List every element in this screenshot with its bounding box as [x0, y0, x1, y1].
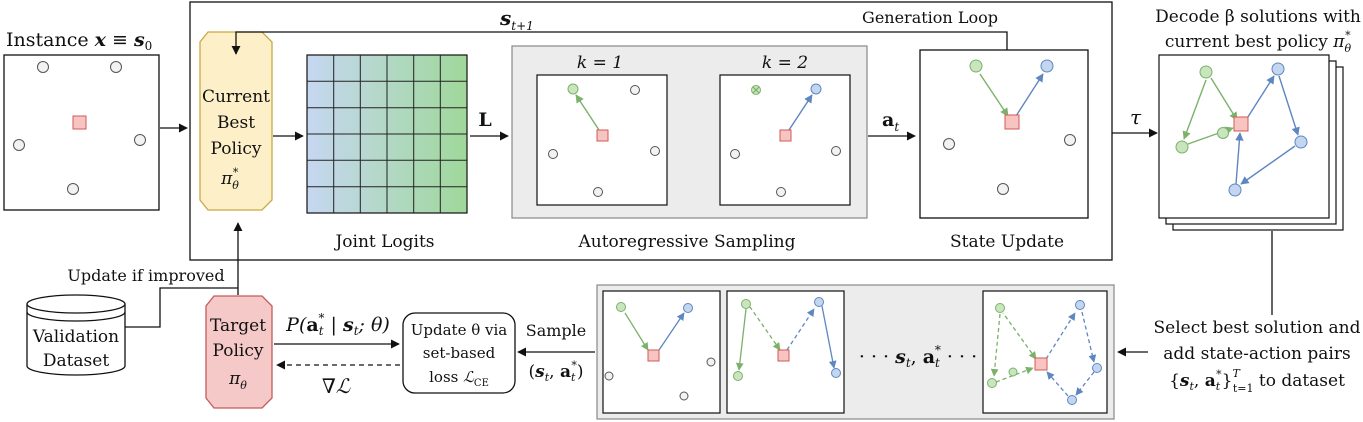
- svg-text:Current: Current: [202, 87, 270, 107]
- step-k2-label: k = 2: [762, 53, 808, 73]
- gradient-label: ∇ℒ: [322, 374, 351, 398]
- select-best-line-2: add state-action pairs: [1163, 344, 1350, 364]
- depot-node: [72, 115, 87, 130]
- decode-line-2: current best policy πθ*: [1165, 29, 1352, 55]
- instance-label: Instance x ≡ s0: [6, 29, 152, 53]
- generation-frame: [189, 1, 1113, 261]
- probability-label: P(at* | st; θ): [285, 311, 390, 338]
- state-update-caption: State Update: [950, 232, 1064, 252]
- next-state-label: st+1: [499, 6, 534, 33]
- sample-label: Sample: [526, 321, 587, 340]
- svg-text:Policy: Policy: [213, 341, 264, 361]
- instance-panel: [3, 54, 160, 211]
- validation-dataset-cylinder: Validation Dataset: [26, 294, 126, 376]
- decoded-solutions-stack: [1158, 54, 1344, 231]
- state-update-board: [919, 49, 1089, 219]
- step-k1-label: k = 1: [577, 53, 623, 73]
- sample-pair-label: (st, at*): [528, 359, 583, 384]
- select-best-line-1: Select best solution and: [1153, 318, 1360, 338]
- autoregressive-sampling-caption: Autoregressive Sampling: [578, 232, 796, 252]
- dataset-ellipsis-label: · · · st, at* · · ·: [859, 343, 977, 370]
- svg-text:Policy: Policy: [211, 139, 262, 159]
- target-policy-box: Target Policy πθ: [205, 295, 273, 409]
- svg-text:Best: Best: [217, 113, 255, 133]
- svg-text:set-based: set-based: [423, 344, 496, 362]
- logits-symbol: L: [478, 109, 491, 131]
- dataset-strip: · · · st, at* · · ·: [596, 284, 1115, 420]
- update-theta-box: Update θ via set-based loss ℒCE: [402, 312, 516, 394]
- joint-logits-caption: Joint Logits: [333, 232, 434, 252]
- decode-line-1: Decode β solutions with: [1155, 7, 1361, 27]
- svg-text:loss ℒCE: loss ℒCE: [429, 368, 489, 389]
- svg-text:Validation: Validation: [32, 327, 119, 347]
- generation-loop-label: Generation Loop: [862, 8, 998, 27]
- update-if-improved-label: Update if improved: [67, 266, 224, 285]
- svg-text:Dataset: Dataset: [43, 351, 110, 371]
- trajectory-symbol: τ: [1130, 105, 1142, 129]
- svg-text:Update θ via: Update θ via: [411, 321, 508, 339]
- joint-logits-grid: [306, 54, 468, 214]
- autoregressive-sampling-panel: k = 1 k = 2: [511, 45, 868, 219]
- svg-text:πθ: πθ: [228, 369, 247, 392]
- action-label: at: [882, 109, 899, 134]
- svg-text:Target: Target: [210, 316, 266, 336]
- svg-text:πθ*: πθ*: [220, 166, 239, 192]
- current-best-policy-box: Current Best Policy πθ*: [199, 31, 273, 211]
